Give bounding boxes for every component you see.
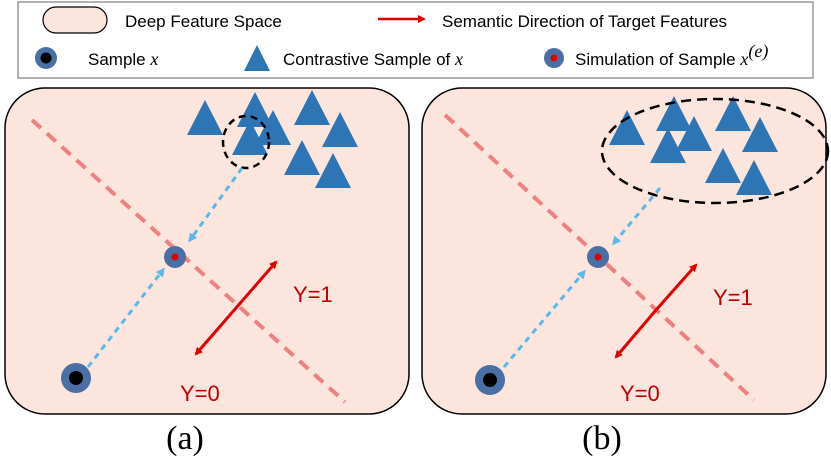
sample-point-a xyxy=(61,363,91,393)
feature-space-swatch xyxy=(42,6,108,34)
contrastive-region-ring-b xyxy=(600,97,830,205)
legend-simulation: Simulation of Sample xyxy=(575,50,736,69)
contrastive-samples-a xyxy=(187,90,358,188)
svg-text:Sample x: Sample x xyxy=(88,49,158,69)
legend-sample-var: x xyxy=(149,49,158,69)
legend-deep-feature-space: Deep Feature Space xyxy=(125,12,282,31)
legend-sample: Sample xyxy=(88,50,146,69)
legend-simulation-var: x xyxy=(739,49,748,69)
legend-semantic-direction: Semantic Direction of Target Features xyxy=(442,12,727,31)
dashed-arrow-from-sample-b xyxy=(502,269,586,368)
simulation-point-a xyxy=(164,246,186,268)
contrastive-samples-b xyxy=(609,96,778,195)
label-y0-a: Y=0 xyxy=(180,381,220,406)
semantic-arrow-down-a xyxy=(194,307,238,356)
dashed-arrow-from-sample-a xyxy=(86,267,165,368)
semantic-arrow-up-b xyxy=(654,263,698,311)
panel-a: Y=1 Y=0 xyxy=(4,87,410,415)
nearest-sample-ring-a xyxy=(221,114,271,170)
sample-point-b xyxy=(475,365,505,395)
legend-simulation-sup: (e) xyxy=(748,41,768,62)
label-y1-a: Y=1 xyxy=(293,282,333,307)
svg-text:Contrastive Sample of x: Contrastive Sample of x xyxy=(283,49,463,69)
caption-b: (b) xyxy=(582,420,622,457)
sample-icon xyxy=(35,47,57,69)
legend-contrastive: Contrastive Sample of xyxy=(283,50,451,69)
triangle-icon xyxy=(244,45,270,71)
simulation-point-b xyxy=(587,246,609,268)
semantic-arrow-down-b xyxy=(614,309,658,359)
panel-b: Y=1 Y=0 xyxy=(421,87,830,415)
legend-box: Deep Feature Space Semantic Direction of… xyxy=(17,1,814,79)
dashed-arrow-to-sim-b xyxy=(612,187,662,246)
simulation-icon xyxy=(544,48,564,68)
label-y1-b: Y=1 xyxy=(713,285,753,310)
decision-boundary-a xyxy=(30,118,347,404)
caption-a: (a) xyxy=(166,420,204,457)
semantic-arrow-up-a xyxy=(234,260,278,309)
dashed-arrow-to-sim-a xyxy=(188,167,244,243)
svg-text:Simulation of Sample x(: Simulation of Sample x(e) xyxy=(575,41,768,69)
legend-contrastive-var: x xyxy=(454,49,463,69)
label-y0-b: Y=0 xyxy=(620,381,660,406)
